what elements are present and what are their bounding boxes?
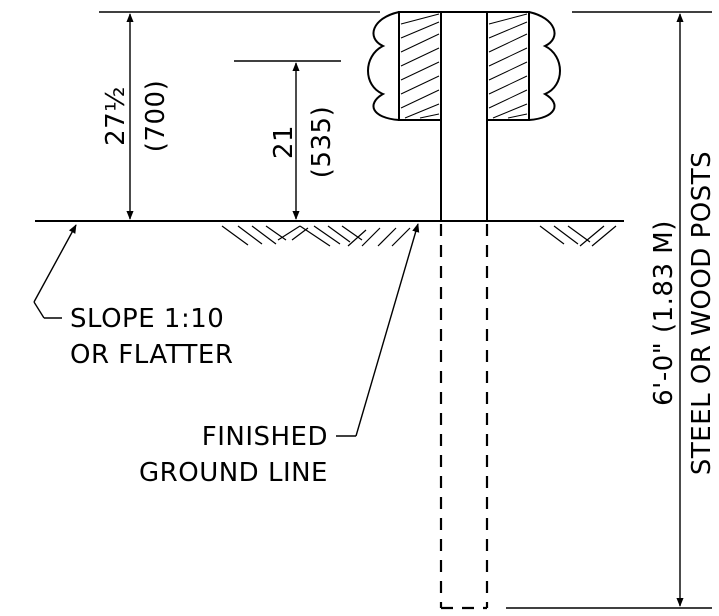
- slope-label-line2: OR FLATTER: [70, 340, 233, 370]
- post-length-label: 6'-0" (1.83 M): [649, 220, 679, 406]
- rail-height-metric: (700): [141, 80, 171, 152]
- embedded-post: [439, 224, 489, 610]
- slope-label-line1: SLOPE 1:10: [70, 304, 224, 334]
- wood-blockout-right: [486, 11, 530, 121]
- post-top-height-metric: (535): [307, 106, 337, 178]
- post-top-height-dimension: [234, 60, 341, 220]
- slope-leader: [33, 224, 77, 319]
- w-beam-rail-left: [367, 11, 400, 121]
- post-length-dimension: [506, 11, 712, 609]
- rail-height-dimension: [99, 11, 380, 220]
- post-above-ground: [440, 11, 488, 222]
- ground-hatching-right: [539, 225, 617, 247]
- wood-blockout-left: [398, 11, 442, 121]
- rail-height-imperial: 27½: [101, 86, 131, 146]
- ground-line-leader: [336, 223, 420, 437]
- ground-label-line2: GROUND LINE: [139, 458, 328, 488]
- w-beam-rail-right: [528, 11, 561, 121]
- ground-label-line1: FINISHED: [202, 422, 328, 452]
- ground-hatching-left: [221, 225, 411, 247]
- post-type-label: STEEL OR WOOD POSTS: [687, 151, 717, 475]
- post-top-height-imperial: 21: [269, 125, 299, 159]
